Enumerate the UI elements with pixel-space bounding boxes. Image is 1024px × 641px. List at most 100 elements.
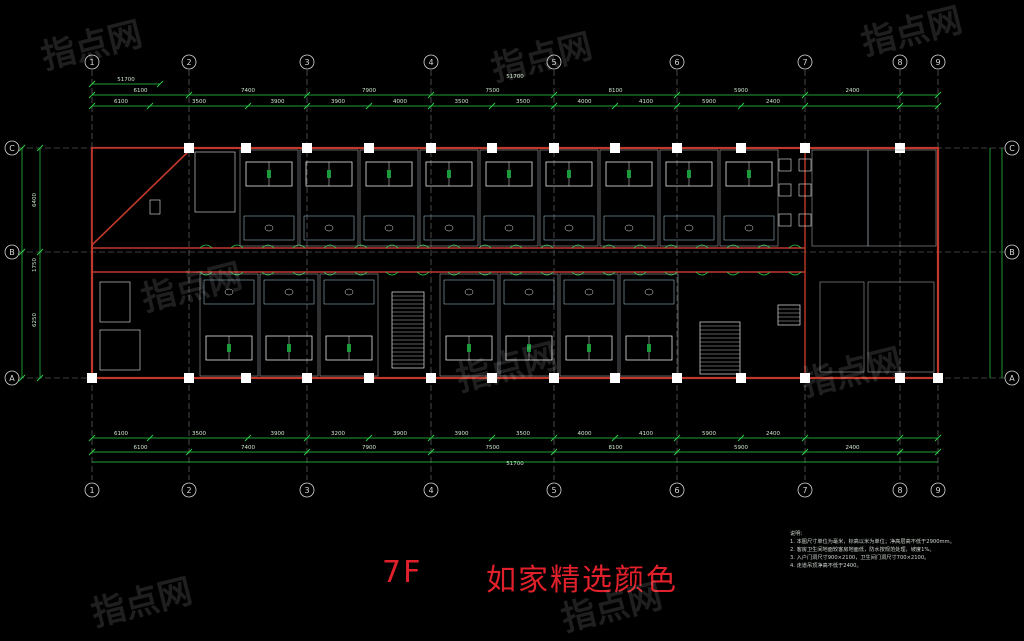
south-room-toilet <box>284 288 294 296</box>
north-room-outline <box>239 149 299 247</box>
dim-bottom-outer-tick <box>88 448 96 456</box>
row-bubble-label: B <box>1009 248 1015 257</box>
structural-column <box>895 373 905 383</box>
north-room-nightstand <box>687 170 691 178</box>
dim-top-inner-label: 5900 <box>702 99 716 105</box>
dim-bottom-inner-label: 3200 <box>331 431 345 437</box>
dim-bottom-inner-tick <box>146 434 154 442</box>
axis-bubble-label: 3 <box>304 486 309 495</box>
axis-bubble-label: 2 <box>186 58 191 67</box>
dim-top-outer-tick <box>185 91 193 99</box>
axis-bubble-label: 3 <box>304 58 309 67</box>
dim-top-outer-label: 2400 <box>846 88 860 94</box>
structural-column <box>184 143 194 153</box>
north-room-outline <box>659 149 719 247</box>
stair-east-outline <box>699 321 741 375</box>
door-swing <box>478 244 492 249</box>
north-room-outline <box>419 149 479 247</box>
west-room-bed <box>99 329 141 371</box>
structural-column <box>426 143 436 153</box>
axis-bubble <box>181 54 197 70</box>
dim-top-outer-tick <box>303 91 311 99</box>
floor-label: 7F <box>382 555 423 590</box>
notes-line: 2. 客房卫生间地面较客房地面低，防水按规范处理，坡度1%。 <box>790 547 935 553</box>
door-swing <box>540 244 554 249</box>
door-swing <box>633 271 647 276</box>
dim-bottom-inner-tick <box>550 434 558 442</box>
door-swing <box>292 271 306 276</box>
door-swing <box>323 271 337 276</box>
axis-bubble-label: 5 <box>551 486 556 495</box>
door-swing <box>757 271 771 276</box>
south-room-nightstand <box>527 344 531 352</box>
service-room <box>819 281 865 373</box>
door-swing <box>447 271 461 276</box>
south-room-bathroom <box>263 279 315 305</box>
dim-top-inner-label: 4100 <box>639 99 653 105</box>
axis-bubble-label: 9 <box>935 58 940 67</box>
north-room-toilet <box>564 224 574 232</box>
dim-bottom-inner-label: 3500 <box>192 431 206 437</box>
dim-top-inner-label: 2400 <box>766 99 780 105</box>
dim-bottom-outer-tick <box>303 448 311 456</box>
south-room-outline <box>319 273 379 377</box>
north-room-toilet <box>324 224 334 232</box>
dim-bottom-outer-tick <box>550 448 558 456</box>
lounge-table <box>798 158 812 172</box>
dim-bottom-outer-tick <box>896 448 904 456</box>
dim-top-inner-label: 3500 <box>455 99 469 105</box>
door-swing <box>602 271 616 276</box>
north-room-bathroom <box>663 215 715 241</box>
north-room-bathroom <box>423 215 475 241</box>
axis-bubble <box>181 482 197 498</box>
row-bubble-label: A <box>9 374 15 383</box>
west-room-bath <box>99 281 131 323</box>
dim-top-inner-label: 4000 <box>393 99 407 105</box>
dim-bottom-outer-label: 5900 <box>734 445 748 451</box>
row-bubble <box>1004 140 1020 156</box>
dim-bottom-outer-tick <box>185 448 193 456</box>
dim-bottom-inner-tick <box>488 434 496 442</box>
notes-line: 4. 走道吊顶净高不低于2400。 <box>790 563 862 569</box>
door-swing <box>416 244 430 249</box>
north-room-nightstand <box>747 170 751 178</box>
axis-bubble <box>84 54 100 70</box>
dim-left-tick <box>18 144 26 152</box>
north-room-outline <box>719 149 779 247</box>
dim-bottom-inner-tick <box>427 434 435 442</box>
dim-top-inner-label: 3900 <box>331 99 345 105</box>
structural-column <box>800 143 810 153</box>
dim-bottom-inner-label: 3500 <box>516 431 530 437</box>
dim-left-tick <box>18 248 26 256</box>
north-room-nightstand <box>267 170 271 178</box>
dim-top-outer-label: 7400 <box>241 88 255 94</box>
dim-top-outer-label: 7900 <box>362 88 376 94</box>
lounge-table <box>798 213 812 227</box>
axis-bubble-label: 8 <box>897 58 902 67</box>
structural-column <box>364 373 374 383</box>
drawing-notes: 说明： 1. 本图尺寸单位为毫米，标高以米为单位；净高层高不低于2900mm。 … <box>790 530 1020 570</box>
row-bubble <box>4 244 20 260</box>
south-room-outline <box>559 273 619 377</box>
south-room-bathroom <box>443 279 495 305</box>
dim-bottom-inner-tick <box>934 434 942 442</box>
dim-top-inner-label: 3900 <box>271 99 285 105</box>
dim-bottom-inner-label: 6100 <box>114 431 128 437</box>
axis-bubble <box>892 482 908 498</box>
dim-bottom-inner-tick <box>303 434 311 442</box>
north-room-bathroom <box>243 215 295 241</box>
south-room-toilet <box>344 288 354 296</box>
axis-bubble <box>669 54 685 70</box>
structural-column <box>736 143 746 153</box>
structural-column <box>895 143 905 153</box>
door-swing <box>509 244 523 249</box>
dim-top-inner-tick <box>801 102 809 110</box>
dim-top-inner-label: 4000 <box>578 99 592 105</box>
row-bubble <box>1004 244 1020 260</box>
axis-bubble-label: 4 <box>428 58 433 67</box>
south-room-bathroom <box>623 279 675 305</box>
north-room-bathroom <box>543 215 595 241</box>
north-room-bathroom <box>723 215 775 241</box>
dim-bottom-inner-tick <box>244 434 252 442</box>
